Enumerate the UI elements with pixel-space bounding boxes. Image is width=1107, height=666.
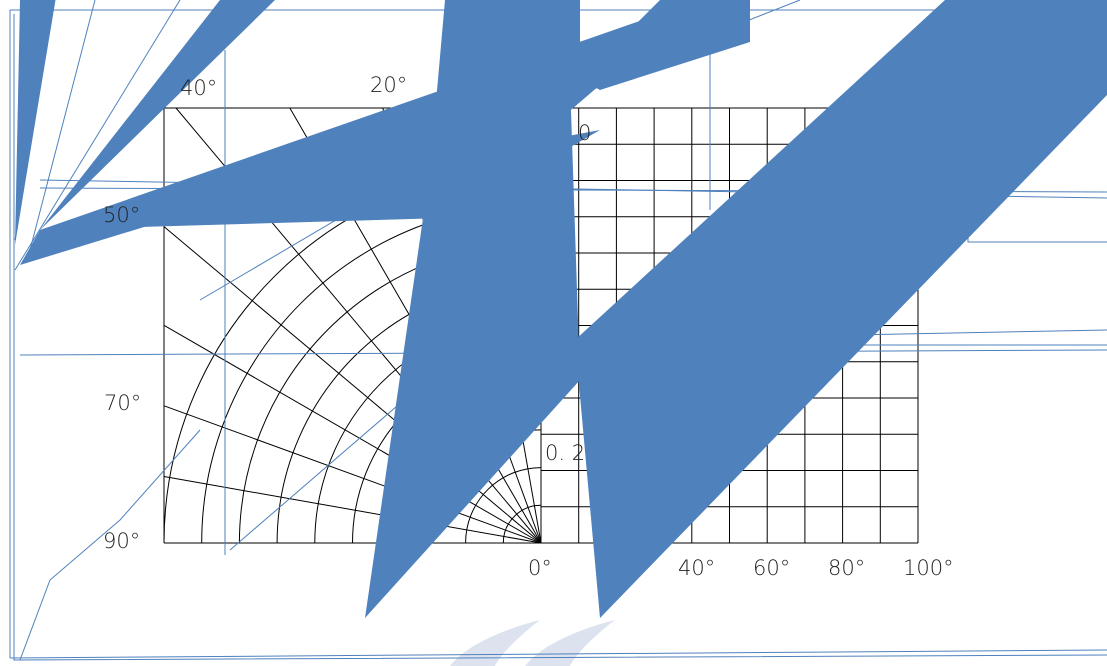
watermark (450, 620, 615, 666)
angle-labels: 40° 20° 50° 70° 90° 0. 2 0 (103, 73, 591, 553)
x-label-100: 100° (903, 556, 954, 580)
angle-label-90: 90° (103, 529, 140, 553)
x-label-0: 0° (528, 556, 552, 580)
polar-arc (465, 467, 542, 544)
angle-label-40: 40° (180, 76, 217, 100)
x-axis-labels: 0° 40° 60° 80° 100° (528, 556, 954, 580)
radius-label-outer: 0 (578, 121, 591, 145)
angle-label-20: 20° (370, 73, 407, 97)
x-label-60: 60° (753, 556, 790, 580)
radius-label-inner: 0. 2 (545, 441, 585, 465)
arc-highlight (430, 144, 526, 175)
blue-wedges (15, 0, 1107, 618)
x-label-40: 40° (678, 556, 715, 580)
grid-line (163, 405, 542, 544)
angle-label-50: 50° (103, 203, 140, 227)
angle-label-70: 70° (104, 391, 141, 415)
x-label-80: 80° (828, 556, 865, 580)
grid-line (163, 476, 542, 544)
grid-line (163, 324, 542, 544)
